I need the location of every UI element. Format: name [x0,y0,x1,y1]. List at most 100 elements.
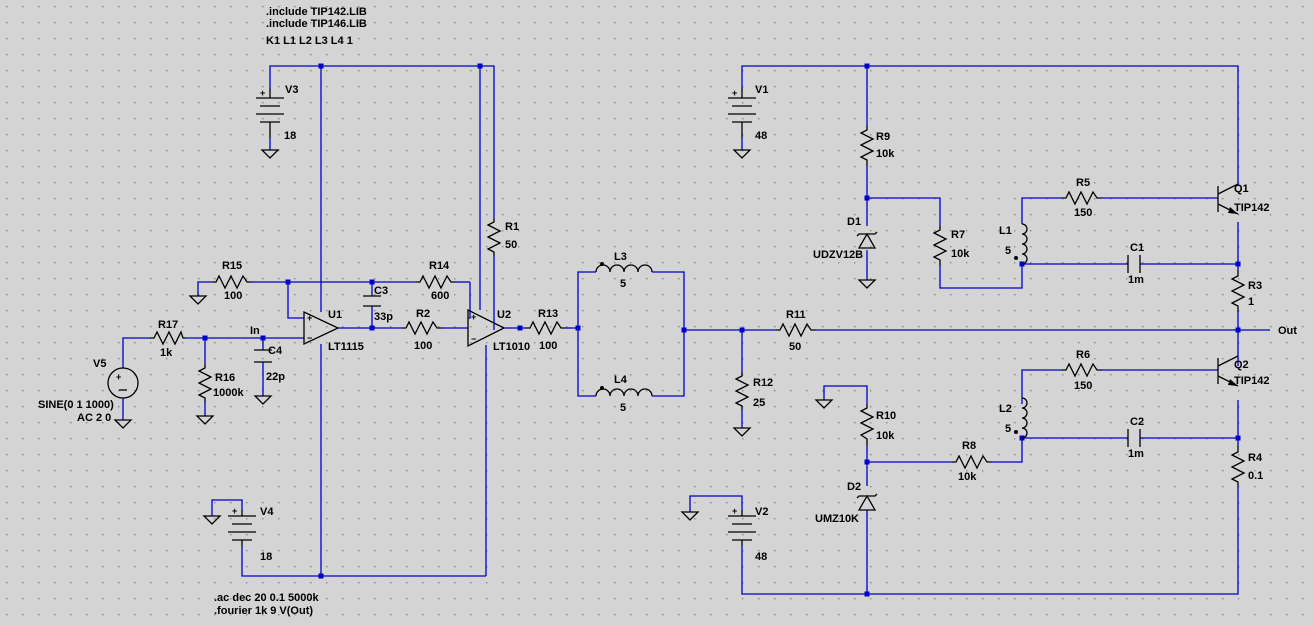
label-r17: R17 [158,319,178,331]
label-r1: R1 [505,221,519,233]
label-r7: R7 [951,229,965,241]
svg-text:+: + [732,506,737,516]
label-q1: Q1 [1234,183,1249,195]
resistor-r6[interactable] [1062,362,1102,378]
label-c4: C4 [268,345,283,357]
svg-text:+: + [260,88,265,98]
zener-diode-d1[interactable] [856,231,878,249]
label-d2: D2 [847,481,861,493]
value-r12: 25 [753,397,765,409]
value-r17: 1k [160,347,173,359]
resistor-r11[interactable] [776,322,816,338]
label-r5: R5 [1076,177,1090,189]
label-v3: V3 [285,84,298,96]
resistor-r9[interactable] [859,126,875,166]
value-q2: TIP142 [1234,375,1269,387]
label-r15: R15 [222,260,242,272]
resistor-r13[interactable] [526,320,566,336]
value-r14: 600 [431,290,449,302]
value-c4: 22p [266,371,285,383]
value-v5-sine: SINE(0 1 1000) [38,399,114,411]
value-r16: 1000k [213,387,244,399]
label-v5: V5 [93,358,106,370]
value-c2: 1m [1128,448,1144,460]
net-label-out: Out [1278,325,1297,337]
value-v3: 18 [284,130,296,142]
ground-symbols [113,149,877,525]
inductor-l3[interactable] [595,262,653,273]
label-r10: R10 [876,410,896,422]
label-d1: D1 [847,216,861,228]
svg-text:+: + [732,88,737,98]
label-v1: V1 [755,84,768,96]
svg-text:+: + [471,312,476,322]
transistor-q2[interactable] [1217,355,1239,387]
svg-text:+: + [116,372,121,382]
capacitor-c2[interactable] [1127,429,1141,447]
resistor-r4[interactable] [1230,446,1246,486]
resistor-r12[interactable] [734,372,750,410]
value-l4: 5 [620,402,626,414]
value-r7: 10k [951,248,970,260]
label-v4: V4 [260,506,274,518]
directive-fourier: .fourier 1k 9 V(Out) [214,605,313,617]
value-r9: 10k [876,148,895,160]
resistor-r15[interactable] [212,274,252,290]
inductor-l4[interactable] [595,386,653,397]
value-r11: 50 [789,341,801,353]
value-r3: 1 [1248,296,1254,308]
value-l1: 5 [1005,245,1011,257]
inductor-l1[interactable] [1014,223,1028,265]
value-r15: 100 [224,290,242,302]
label-r12: R12 [753,377,773,389]
value-r8: 10k [958,471,977,483]
resistor-r5[interactable] [1062,190,1102,206]
label-r4: R4 [1248,452,1263,464]
label-c2: C2 [1130,416,1144,428]
battery-v2[interactable]: + [728,506,756,546]
resistor-r1[interactable] [486,218,502,256]
zener-diode-d2[interactable] [856,493,878,511]
capacitor-c1[interactable] [1127,255,1141,273]
capacitor-c4[interactable] [254,349,272,363]
resistor-r16[interactable] [197,364,213,402]
battery-v1[interactable]: + [728,88,756,138]
value-v1: 48 [755,130,767,142]
value-u2: LT1010 [493,341,530,353]
value-c1: 1m [1128,274,1144,286]
sine-source-v5[interactable]: + [107,367,139,399]
opamp-u2[interactable]: + − [467,308,506,348]
value-l2: 5 [1005,423,1011,435]
value-v4: 18 [260,551,272,563]
battery-v4[interactable]: + [228,506,256,546]
value-v2: 48 [755,551,767,563]
label-r14: R14 [429,260,450,272]
directive-include1: .include TIP142.LIB [266,6,367,18]
net-label-in: In [250,325,260,337]
resistor-r8[interactable] [952,454,992,470]
resistor-r2[interactable] [402,320,442,336]
battery-v3[interactable]: + [256,88,284,138]
component-labels: V3 18 V4 18 V5 SINE(0 1 1000) AC 2 0 V1 … [38,84,1269,563]
resistor-r10[interactable] [859,404,875,446]
label-l4: L4 [614,374,628,386]
resistor-r7[interactable] [932,226,948,266]
value-r10: 10k [876,430,895,442]
label-r11: R11 [786,309,806,321]
capacitor-c3[interactable] [363,295,381,307]
resistor-r3[interactable] [1230,270,1246,312]
inductor-l2[interactable] [1014,397,1028,439]
label-l1: L1 [999,225,1012,237]
resistor-r17[interactable] [150,330,186,346]
resistor-r14[interactable] [416,274,456,290]
transistor-q1[interactable] [1217,183,1239,215]
directive-include2: .include TIP146.LIB [266,18,367,30]
opamp-u1[interactable]: + − [303,310,340,346]
value-c3: 33p [374,311,393,323]
label-l3: L3 [614,251,627,263]
label-q2: Q2 [1234,359,1249,371]
label-r6: R6 [1076,349,1090,361]
value-r4: 0.1 [1248,470,1263,482]
label-r2: R2 [416,308,430,320]
